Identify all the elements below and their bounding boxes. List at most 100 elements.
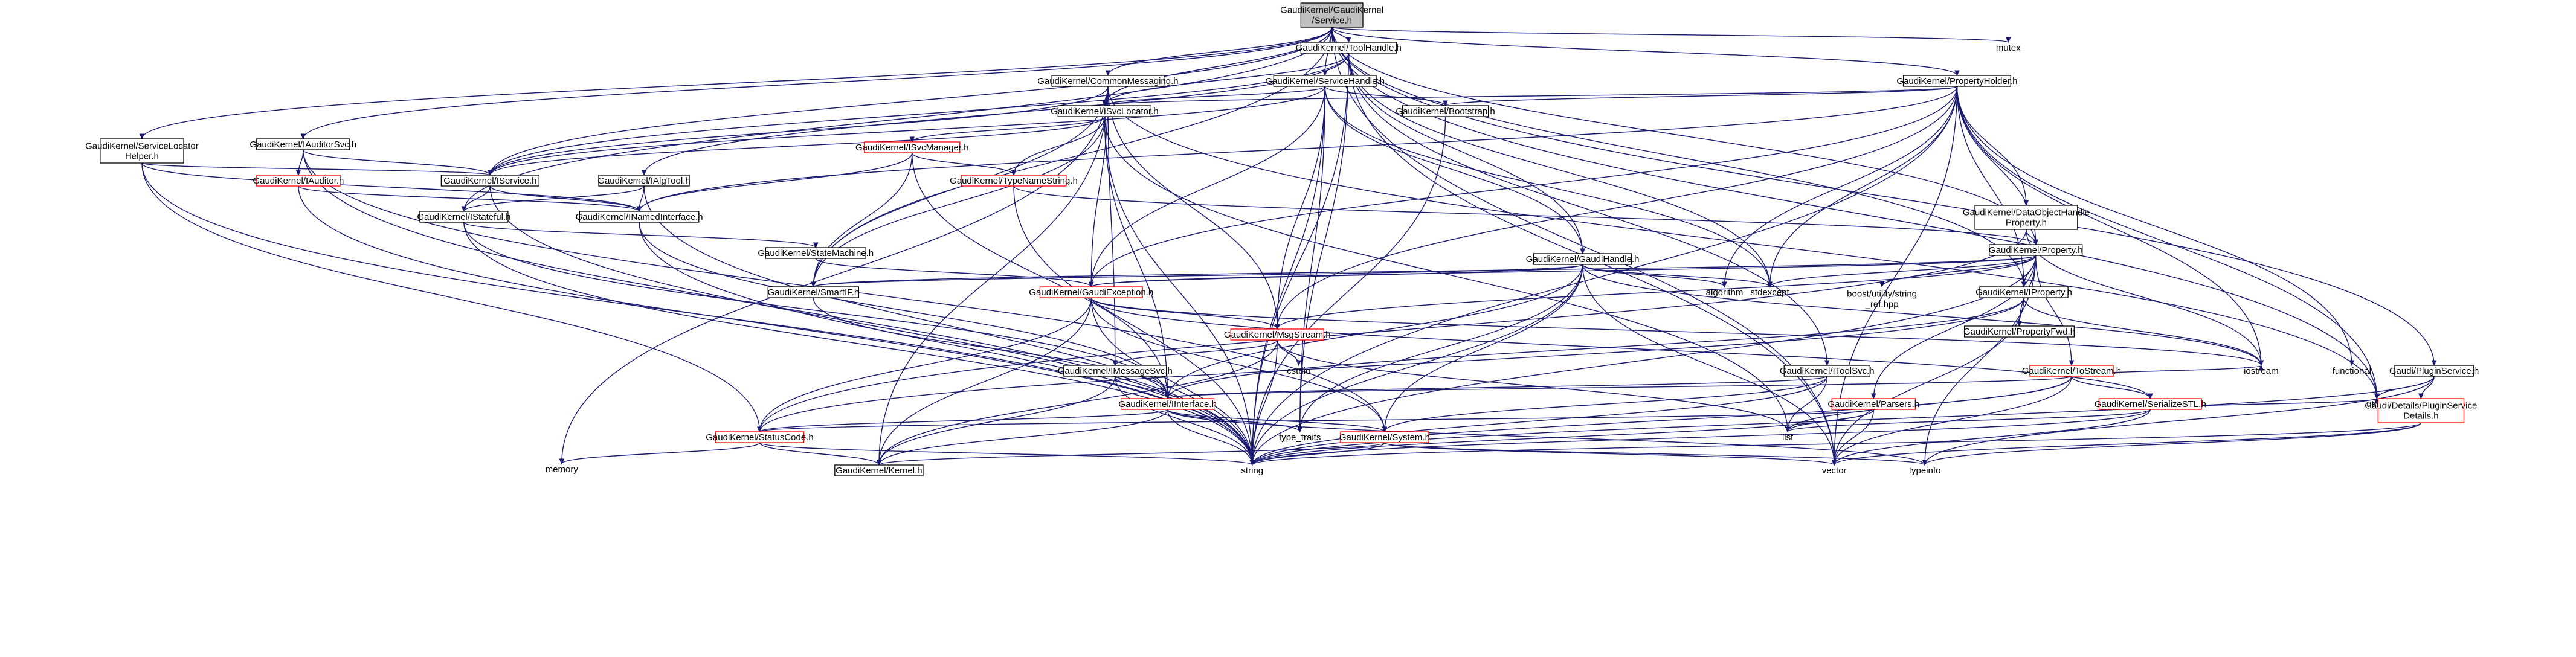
edge-gaudihandle-to-gaudiexc	[1090, 264, 1583, 287]
node-box-tostream	[2029, 365, 2114, 377]
edge-inamed-to-string	[639, 222, 1253, 466]
node-iservice[interactable]: GaudiKernel/IService.h	[440, 175, 539, 187]
node-cstdio: cstdio	[1287, 366, 1310, 376]
edge-isvcmanager-to-typenamestr	[912, 152, 1014, 176]
node-label-tostream-0: GaudiKernel/ToStream.h	[2022, 366, 2121, 376]
node-label-commonmsg-0: GaudiKernel/CommonMessaging.h	[1037, 76, 1178, 86]
arrowhead-plugindetails-to-string	[1249, 460, 1255, 466]
edge-isvclocator-to-iservice	[489, 116, 1106, 176]
node-istateful[interactable]: GaudiKernel/IStateful.h	[417, 211, 510, 223]
edge-gaudihandle-to-algorithm	[1582, 264, 1725, 287]
edge-istateful-to-statemachine	[463, 222, 816, 248]
node-label-pluginsvc-0: Gaudi/PluginService.h	[2389, 366, 2479, 376]
node-iostream: iostream	[2244, 366, 2279, 376]
node-box-propholder	[1902, 75, 2011, 87]
node-typenamestr[interactable]: GaudiKernel/TypeNameString.h	[950, 175, 1078, 187]
node-inamed[interactable]: GaudiKernel/INamedInterface.h	[576, 211, 703, 223]
node-box-serialstl	[2098, 398, 2202, 410]
node-property[interactable]: GaudiKernel/Property.h	[1989, 244, 2083, 256]
node-gaudiexc[interactable]: GaudiKernel/GaudiException.h	[1029, 286, 1153, 298]
arrowhead-svc-to-commonmsg	[1105, 70, 1111, 77]
edge-svc-to-propholder	[1331, 27, 1958, 76]
edge-tostream-to-list	[1787, 376, 2072, 432]
node-commonmsg[interactable]: GaudiKernel/CommonMessaging.h	[1037, 75, 1179, 87]
arrowhead-property-to-parsers	[1871, 393, 1876, 400]
node-label-iostream-0: iostream	[2244, 366, 2279, 376]
arrowhead-propholder-to-bootstrap	[1443, 100, 1448, 107]
node-box-propfwd	[1964, 325, 2075, 338]
node-msgstream[interactable]: GaudiKernel/MsgStream.h	[1224, 328, 1331, 341]
edge-imessagesvc-to-string	[1115, 376, 1253, 466]
node-box-iauditor	[256, 175, 341, 187]
node-box-iservice	[440, 175, 539, 187]
node-itoolsvc[interactable]: GaudiKernel/IToolSvc.h	[1780, 365, 1875, 377]
arrowhead-iinterface-to-system	[1382, 426, 1388, 433]
edge-serialstl-to-string	[1252, 409, 2151, 466]
node-iauditorsvc[interactable]: GaudiKernel/IAuditorSvc.h	[250, 138, 356, 150]
node-label-vector-0: vector	[1822, 466, 1847, 476]
node-imessagesvc[interactable]: GaudiKernel/IMessageSvc.h	[1058, 365, 1173, 377]
node-bootstrap[interactable]: GaudiKernel/Bootstrap.h	[1396, 105, 1495, 117]
node-box-imessagesvc	[1063, 365, 1167, 377]
arrowhead-iauditorsvc-to-iservice	[488, 170, 493, 176]
node-gaudihandle[interactable]: GaudiKernel/GaudiHandle.h	[1526, 253, 1640, 265]
node-isvcmanager[interactable]: GaudiKernel/ISvcManager.h	[855, 141, 969, 153]
node-iproperty[interactable]: GaudiKernel/IProperty.h	[1975, 286, 2072, 298]
edge-bootstrap-to-string	[1252, 116, 1446, 466]
node-box-pluginsvc	[2394, 365, 2474, 377]
edge-svc-to-utility	[1331, 27, 2378, 399]
node-algorithm: algorithm	[1706, 287, 1744, 298]
edge-gaudiexc-to-statuscode	[759, 297, 1092, 432]
node-vector: vector	[1822, 466, 1847, 476]
edge-msgstream-to-string	[1252, 339, 1278, 466]
node-label-servicehandle-0: GaudiKernel/ServiceHandle.h	[1265, 76, 1385, 86]
node-pluginsvc[interactable]: Gaudi/PluginService.h	[2389, 365, 2479, 377]
node-smartif[interactable]: GaudiKernel/SmartIF.h	[767, 286, 859, 298]
node-statemachine[interactable]: GaudiKernel/StateMachine.h	[758, 247, 874, 259]
edge-iauditorsvc-to-iservice	[303, 149, 491, 176]
edge-inamed-to-iinterface	[639, 222, 1168, 399]
edge-servicehandle-to-isvclocator	[1104, 86, 1325, 106]
node-box-istateful	[419, 211, 509, 223]
node-parsers[interactable]: GaudiKernel/Parsers.h	[1827, 398, 1919, 410]
node-ialgtool[interactable]: GaudiKernel/IAlgTool.h	[597, 175, 691, 187]
node-svc[interactable]: GaudiKernel/GaudiKernel/Service.h	[1280, 2, 1383, 28]
node-kernel[interactable]: GaudiKernel/Kernel.h	[834, 464, 924, 476]
edge-commonmsg-to-gaudiexc	[1090, 86, 1109, 287]
node-box-iauditorsvc	[256, 138, 350, 150]
node-propholder[interactable]: GaudiKernel/PropertyHolder.h	[1896, 75, 2018, 87]
edge-system-to-string	[1252, 442, 1385, 466]
node-servicehandle[interactable]: GaudiKernel/ServiceHandle.h	[1265, 75, 1385, 87]
node-toolhandle[interactable]: GaudiKernel/ToolHandle.h	[1296, 42, 1402, 54]
arrowhead-statuscode-to-memory	[559, 458, 565, 465]
edge-gaudihandle-to-iinterface	[1167, 264, 1583, 399]
node-iauditor[interactable]: GaudiKernel/IAuditor.h	[253, 175, 344, 187]
node-system[interactable]: GaudiKernel/System.h	[1339, 431, 1430, 443]
arrowhead-svc-to-toolhandle	[1346, 37, 1351, 43]
node-propfwd[interactable]: GaudiKernel/PropertyFwd.h	[1963, 325, 2075, 338]
edge-msgstream-to-list	[1277, 339, 1788, 432]
edge-serialstl-to-list	[1787, 409, 2151, 432]
node-statuscode[interactable]: GaudiKernel/StatusCode.h	[706, 431, 814, 443]
node-box-bootstrap	[1402, 105, 1489, 117]
node-label-dataobjhandle-0: GaudiKernel/DataObjectHandle	[1963, 208, 2090, 218]
node-label-gaudihandle-0: GaudiKernel/GaudiHandle.h	[1526, 254, 1640, 264]
arrowhead-svc-to-iauditorsvc	[300, 133, 306, 140]
edge-parsers-to-list	[1787, 409, 1874, 432]
node-isvclocator[interactable]: GaudiKernel/ISvcLocator.h	[1051, 105, 1159, 117]
edge-servicehandle-to-iservice	[489, 86, 1325, 176]
edge-toolhandle-to-itoolsvc	[1348, 53, 1827, 366]
node-boostutil: boost/utility/string_ref.hpp	[1847, 289, 1917, 310]
node-label-kernel-0: GaudiKernel/Kernel.h	[836, 466, 922, 476]
node-label-plugindetails-0: Gaudi/Details/PluginService	[2365, 401, 2477, 411]
node-tostream[interactable]: GaudiKernel/ToStream.h	[2022, 365, 2121, 377]
edge-property-to-msgstream	[1277, 255, 2037, 330]
node-box-statemachine	[765, 247, 866, 259]
node-iinterface[interactable]: GaudiKernel/IInterface.h	[1118, 398, 1217, 410]
node-serialstl[interactable]: GaudiKernel/SerializeSTL.h	[2095, 398, 2206, 410]
edge-gaudiexc-to-serialstl	[1090, 297, 2151, 399]
edge-serialstl-to-vector	[1834, 409, 2151, 466]
